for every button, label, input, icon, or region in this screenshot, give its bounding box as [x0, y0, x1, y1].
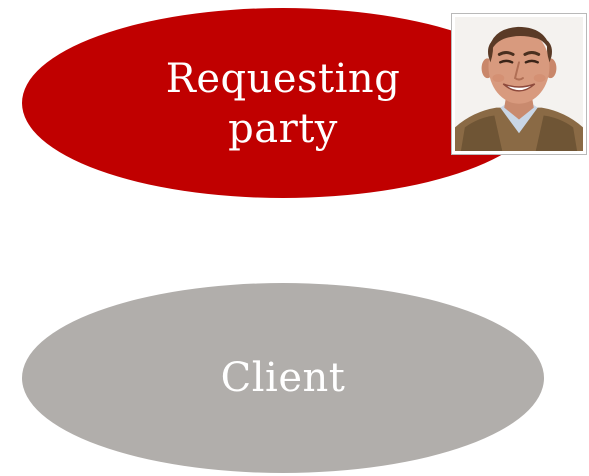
requesting-party-photo: [451, 13, 587, 155]
requesting-party-label-line2: party: [228, 106, 338, 152]
requesting-party-label-line1: Requesting: [165, 56, 401, 102]
person-portrait-icon: [455, 17, 583, 151]
requesting-party-label: Requesting party: [166, 54, 401, 154]
client-label: Client: [220, 355, 346, 401]
client-node: Client: [22, 283, 544, 473]
